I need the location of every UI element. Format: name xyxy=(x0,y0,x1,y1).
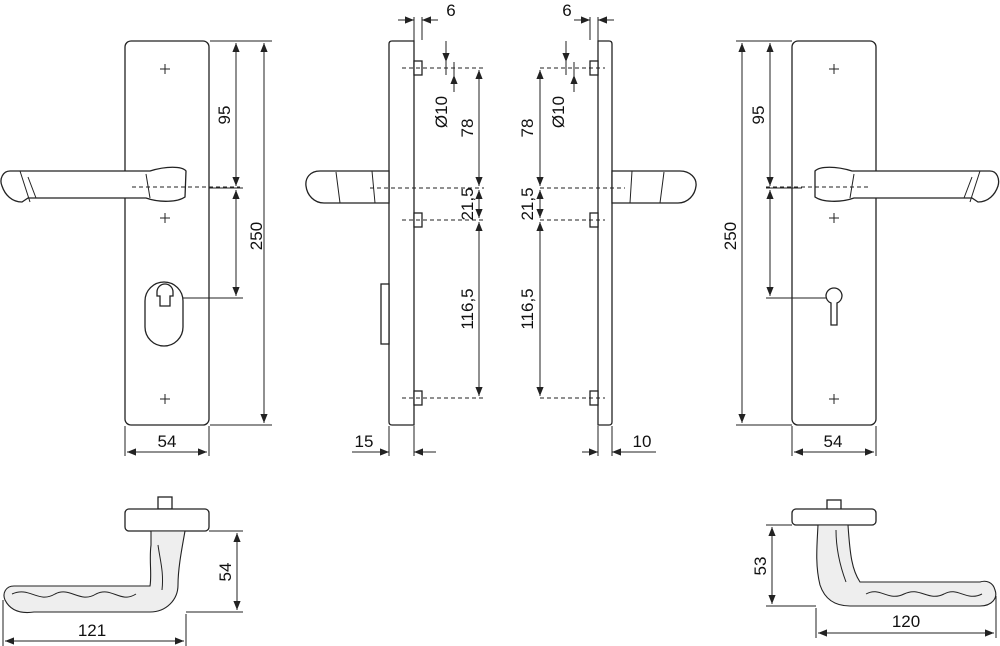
side-lever-right xyxy=(611,170,697,204)
dim-front-left-plate-height: 250 xyxy=(247,222,266,250)
dim-side-right-to-handle: 78 xyxy=(518,119,537,138)
top-left-dims: 54 121 xyxy=(2,530,243,646)
side-plate-right xyxy=(597,40,613,426)
lever-handle-right xyxy=(814,166,1000,203)
rose-top-left xyxy=(124,508,210,532)
dim-side-right-spindle: Ø10 xyxy=(549,96,568,128)
dim-side-right-mid-to-bottom: 116,5 xyxy=(518,288,537,329)
dim-top-left-height: 54 xyxy=(216,563,235,582)
dim-top-right-height: 53 xyxy=(751,557,770,576)
top-view-right: 53 120 xyxy=(751,499,997,638)
lever-profile-left xyxy=(3,530,186,614)
lever-handle-left xyxy=(0,166,187,203)
dim-top-left-width: 121 xyxy=(78,621,106,640)
backplate-right xyxy=(791,40,877,426)
key-escutcheon-left xyxy=(144,281,184,347)
screw-marks-left xyxy=(160,64,170,404)
lever-profile-right xyxy=(816,524,997,607)
rose-top-right xyxy=(791,508,877,526)
side-right-dims: 6 Ø10 78 21,5 116,5 10 xyxy=(518,1,656,456)
dim-front-right-handle-to-key: 95 xyxy=(749,106,768,125)
front-view-left: 250 95 54 xyxy=(0,40,272,456)
dim-side-left-to-handle: 78 xyxy=(458,119,477,138)
top-view-left: 54 121 xyxy=(2,496,243,646)
dim-side-left-mid-to-bottom: 116,5 xyxy=(458,288,477,329)
dim-side-right-top-offset: 6 xyxy=(562,1,571,20)
side-lever-left xyxy=(305,170,390,204)
front-right-dims: 250 95 54 xyxy=(721,40,877,456)
side-plate-left xyxy=(388,40,415,426)
backplate-left xyxy=(124,40,210,426)
dim-side-left-handle-to-mid: 21,5 xyxy=(458,187,477,220)
dim-side-right-depth: 10 xyxy=(633,432,652,451)
front-view-right: 250 95 54 xyxy=(721,40,1000,456)
side-view-right: 6 Ø10 78 21,5 116,5 10 xyxy=(518,1,697,456)
dim-side-left-top-offset: 6 xyxy=(446,1,455,20)
dim-side-left-spindle: Ø10 xyxy=(432,96,451,128)
profile-cylinder-hole-left xyxy=(156,283,174,307)
dim-front-right-plate-height: 250 xyxy=(721,222,740,250)
side-left-dims: 6 Ø10 78 21,5 116,5 15 xyxy=(352,1,483,456)
dim-top-right-width: 120 xyxy=(892,612,920,631)
side-view-left: 6 Ø10 78 21,5 116,5 15 xyxy=(305,1,484,456)
dim-front-left-plate-width: 54 xyxy=(158,432,177,451)
dim-side-right-handle-to-mid: 21,5 xyxy=(518,187,537,220)
dim-front-right-plate-width: 54 xyxy=(824,432,843,451)
dim-side-left-depth: 15 xyxy=(355,432,374,451)
front-left-dims: 250 95 54 xyxy=(124,40,272,456)
top-right-dims: 53 120 xyxy=(751,524,997,638)
screw-marks-right xyxy=(829,64,839,404)
dim-front-left-handle-to-key: 95 xyxy=(215,106,234,125)
profile-cylinder-hole-right xyxy=(825,287,843,326)
